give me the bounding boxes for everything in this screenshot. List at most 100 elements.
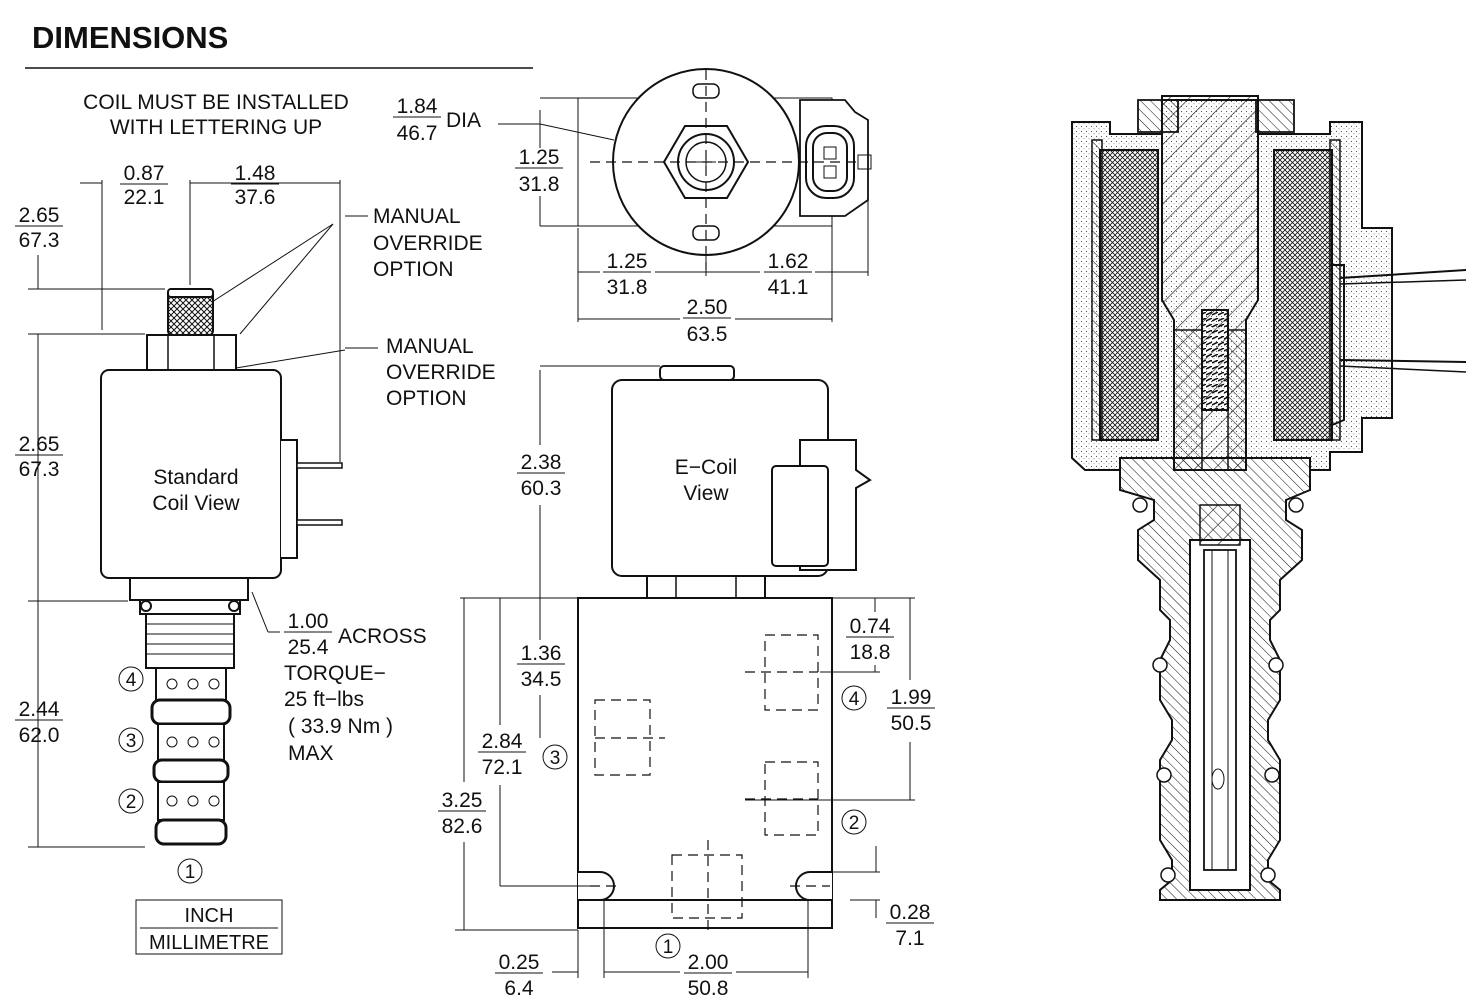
dim-2-65-b: 2.65 67.3 [15,433,63,481]
svg-text:1.36: 1.36 [521,642,562,665]
ecoil-label-2: View [683,482,729,505]
dim-2-84: 2.84 72.1 [478,730,526,779]
left-port-1: 1 [177,858,203,884]
page-title: DIMENSIONS [32,20,228,55]
svg-text:1.84: 1.84 [397,95,438,118]
svg-text:DIA: DIA [446,109,481,132]
svg-text:82.6: 82.6 [442,815,483,838]
svg-text:2.00: 2.00 [688,951,729,974]
svg-text:3: 3 [126,731,137,752]
svg-text:6.4: 6.4 [504,977,534,1000]
svg-text:1.62: 1.62 [768,250,809,273]
svg-text:3.25: 3.25 [442,789,483,812]
dim-1-25-h: 1.25 31.8 [603,250,651,299]
svg-text:0.28: 0.28 [890,901,931,924]
svg-text:7.1: 7.1 [895,927,924,950]
svg-text:OPTION: OPTION [386,387,467,410]
svg-text:ACROSS: ACROSS [338,625,427,648]
svg-text:0.74: 0.74 [850,615,891,638]
top-view [498,68,872,322]
dim-2-00: 2.00 50.8 [684,951,732,1000]
svg-text:3: 3 [550,748,561,769]
svg-text:1: 1 [185,862,196,883]
svg-text:50.5: 50.5 [891,712,932,735]
svg-text:67.3: 67.3 [19,458,60,481]
torque-note: TORQUE− 25 ft−lbs ( 33.9 Nm ) MAX [284,662,393,765]
dim-2-65-a: 2.65 67.3 [15,204,63,252]
svg-text:34.5: 34.5 [521,668,562,691]
svg-text:INCH: INCH [185,905,234,927]
dim-dia: 1.84 46.7 DIA [393,95,481,145]
svg-text:TORQUE−: TORQUE− [284,662,386,685]
svg-text:62.0: 62.0 [19,724,60,747]
right-port-1: 1 [655,933,681,959]
svg-text:MILLIMETRE: MILLIMETRE [149,932,269,954]
manual-override-callout-1: MANUAL OVERRIDE OPTION [211,205,483,335]
svg-text:18.8: 18.8 [850,641,891,664]
left-dim-lines [28,180,341,848]
svg-text:60.3: 60.3 [521,477,562,500]
svg-text:MAX: MAX [288,742,334,765]
left-port-2: 2 [118,788,144,814]
svg-text:0.25: 0.25 [499,951,540,974]
dim-0-87: 0.87 22.1 [120,162,168,209]
right-port-2: 2 [841,809,867,835]
svg-text:2.38: 2.38 [521,451,562,474]
right-port-3: 3 [542,744,568,770]
svg-text:37.6: 37.6 [235,186,276,209]
manual-override-callout-2: MANUAL OVERRIDE OPTION [235,335,496,410]
dim-3-25: 3.25 82.6 [438,789,486,838]
standard-coil-view [100,288,343,846]
dim-1-99: 1.99 50.5 [887,686,935,735]
svg-text:OPTION: OPTION [373,258,454,281]
svg-text:1.48: 1.48 [235,162,276,185]
svg-text:72.1: 72.1 [482,756,523,779]
svg-text:1.99: 1.99 [891,686,932,709]
svg-text:1.25: 1.25 [519,146,560,169]
svg-text:( 33.9 Nm ): ( 33.9 Nm ) [288,715,393,738]
svg-text:2.84: 2.84 [482,730,523,753]
std-coil-label-2: Coil View [152,492,240,515]
svg-text:MANUAL: MANUAL [373,205,461,228]
svg-text:41.1: 41.1 [768,276,809,299]
svg-text:50.8: 50.8 [688,977,729,1000]
note-line-1: COIL MUST BE INSTALLED [83,91,349,114]
svg-text:2.44: 2.44 [19,698,60,721]
dim-0-74: 0.74 18.8 [846,615,894,664]
across-callout: 1.00 25.4 ACROSS [251,591,427,659]
dim-1-36: 1.36 34.5 [517,642,565,691]
svg-text:22.1: 22.1 [124,186,165,209]
svg-text:OVERRIDE: OVERRIDE [373,232,483,255]
dim-1-62: 1.62 41.1 [764,250,812,299]
svg-text:2: 2 [126,792,137,813]
dim-2-50: 2.50 63.5 [683,296,731,346]
svg-text:2.50: 2.50 [687,296,728,319]
left-port-3: 3 [118,727,144,753]
note-line-2: WITH LETTERING UP [110,116,322,139]
units-box: INCH MILLIMETRE [135,899,283,955]
dim-1-25-v: 1.25 31.8 [515,146,563,196]
svg-text:67.3: 67.3 [19,229,60,252]
svg-text:4: 4 [849,689,860,710]
svg-text:0.87: 0.87 [124,162,165,185]
svg-text:46.7: 46.7 [397,122,438,145]
right-port-4: 4 [841,685,867,711]
dim-0-25: 0.25 6.4 [495,951,543,1000]
ecoil-label-1: E−Coil [675,456,737,479]
svg-text:63.5: 63.5 [687,323,728,346]
svg-text:2.65: 2.65 [19,204,60,227]
left-port-4: 4 [118,666,144,692]
svg-text:OVERRIDE: OVERRIDE [386,361,496,384]
svg-text:4: 4 [126,670,137,691]
svg-text:31.8: 31.8 [519,173,560,196]
ecoil-view [455,365,915,978]
svg-text:31.8: 31.8 [607,276,648,299]
dim-1-48: 1.48 37.6 [231,162,279,209]
dim-2-38: 2.38 60.3 [517,451,565,500]
svg-text:25 ft−lbs: 25 ft−lbs [284,688,364,711]
svg-text:2: 2 [849,813,860,834]
svg-text:1: 1 [663,937,674,958]
std-coil-label-1: Standard [153,466,238,489]
cross-section-view [1071,95,1467,901]
